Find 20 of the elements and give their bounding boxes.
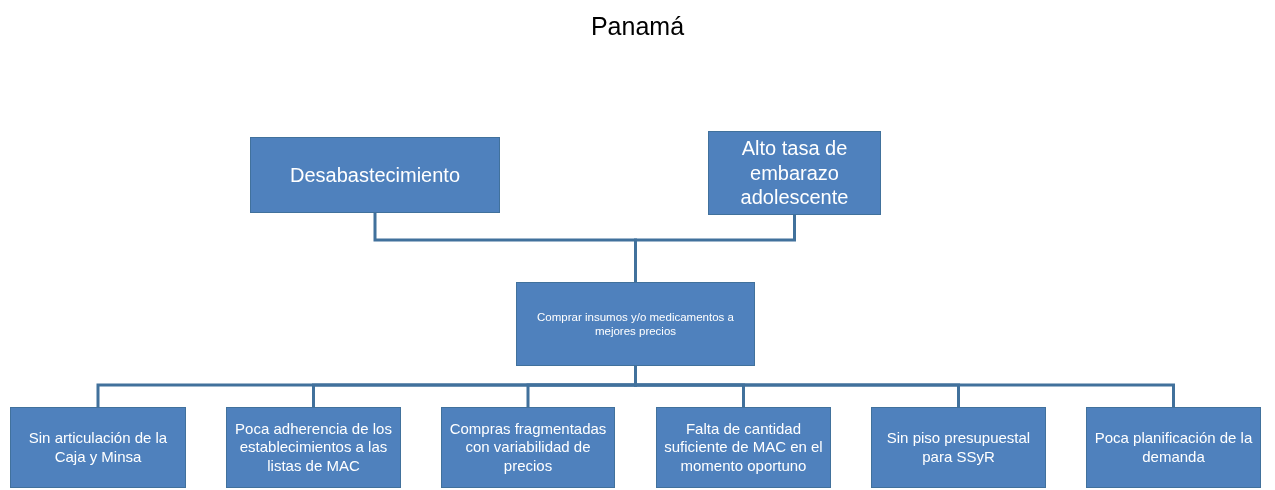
process-box [250,137,500,213]
box-text: Sin articulación de la Caja y Minsa [27,429,169,466]
box-text: Comprar insumos y/o medicamentos a mejores precios [536,310,735,338]
box-text: Poca adherencia de los establecimientos a las listas de MAC [234,420,393,475]
process-box [1086,407,1261,488]
process-box [441,407,615,488]
process-box [656,407,831,488]
diagram-title: Panamá [589,12,686,41]
connector-line [634,215,796,282]
box-text: Falta de cantidad suficiente de MAC en el momento oportuno [663,420,824,475]
process-box [10,407,186,488]
process-box [708,131,881,215]
process-box [871,407,1046,488]
box-text: Alto tasa de embarazo adolescente [739,136,850,210]
box-text: Desabastecimiento [289,162,461,188]
box-text: Sin piso presupuestal para SSyR [885,429,1032,466]
process-box [226,407,401,488]
box-text: Compras fragmentadas con variabilidad de precios [448,420,608,475]
box-text: Poca planificación de la demanda [1093,429,1254,466]
process-box [516,282,755,366]
